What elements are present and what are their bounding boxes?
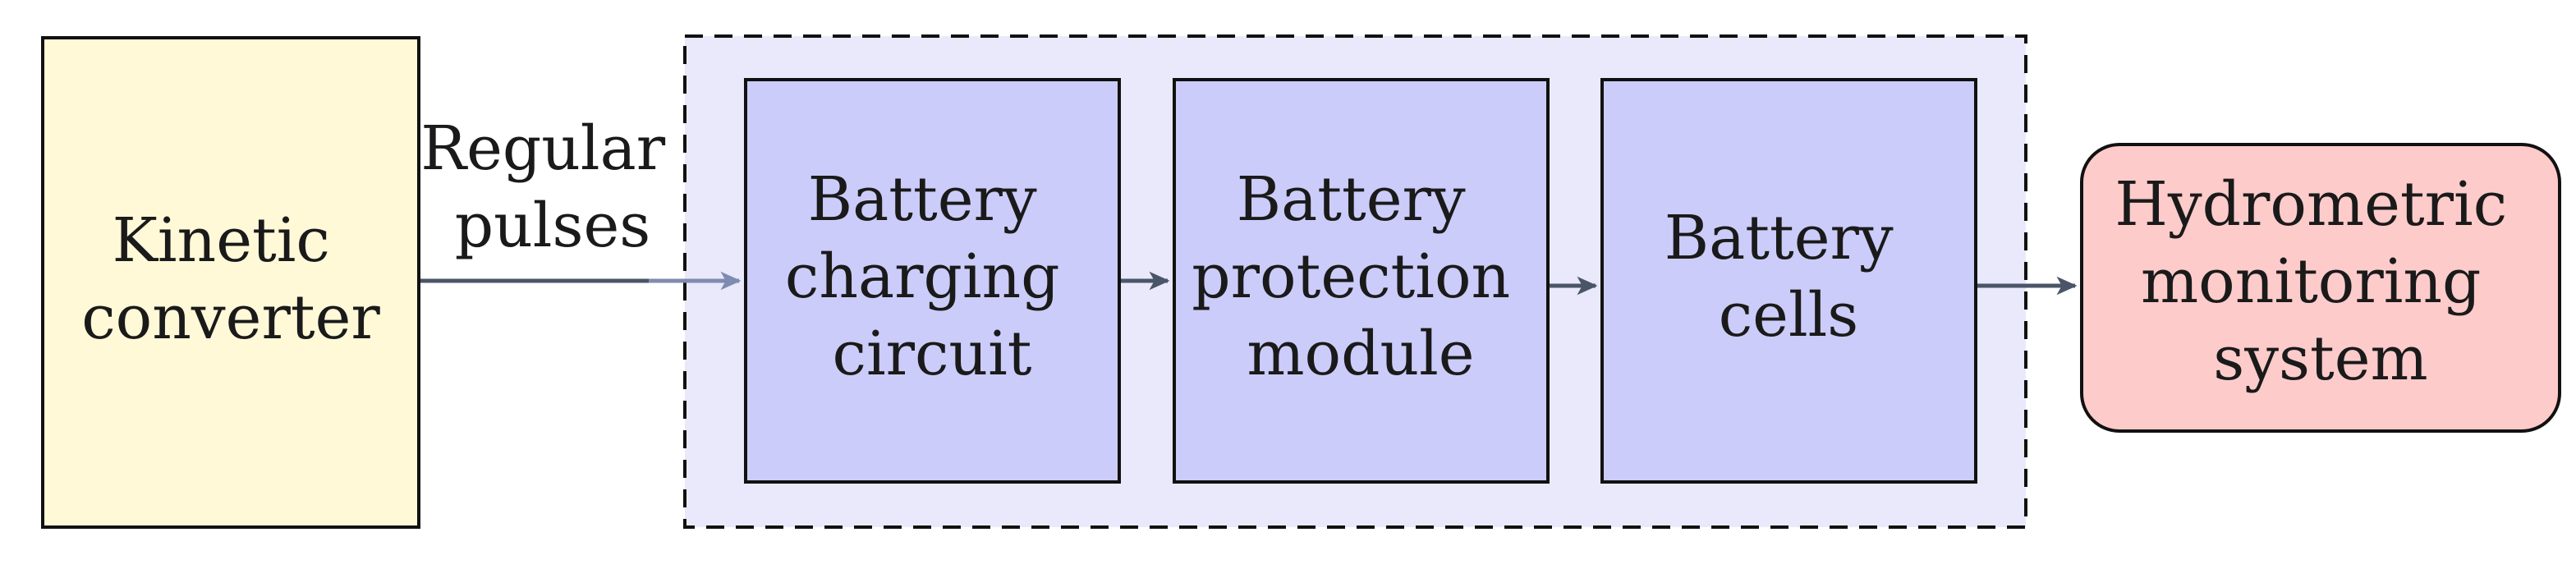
kinetic-converter-line-2: converter (81, 282, 380, 353)
svg-text:Battery protection: Battery protection module (1192, 164, 1529, 389)
regular-pulses-line-1: Regular (420, 113, 665, 184)
protection-module-line-1: Battery (1237, 164, 1466, 235)
protection-module-node: Battery protection module (1173, 78, 1550, 484)
monitoring-system-node: Hydrometric monitoring system (2080, 143, 2561, 433)
charging-circuit-line-3: circuit (833, 319, 1032, 389)
monitoring-system-line-3: system (2213, 324, 2427, 394)
charging-circuit-node: Battery charging circuit (744, 78, 1121, 484)
charging-circuit-line-1: Battery (808, 164, 1037, 235)
kinetic-converter-node: Kinetic converter (41, 36, 420, 529)
svg-text:Battery charging c: Battery charging circuit (785, 164, 1079, 389)
protection-module-line-3: module (1247, 319, 1474, 389)
svg-text:Battery cells: Battery cells (1665, 203, 1912, 351)
charging-circuit-line-2: charging (785, 241, 1060, 312)
svg-text:Hydrometric monitoring: Hydrometric monitoring system (2115, 169, 2526, 394)
protection-module-line-2: protection (1192, 241, 1510, 312)
regular-pulses-line-2: pulses (455, 190, 650, 261)
regular-pulses-label: Regular pulses (420, 113, 684, 261)
battery-cells-line-2: cells (1719, 280, 1859, 351)
monitoring-system-line-1: Hydrometric (2115, 169, 2507, 240)
svg-text:Kinetic converter: Kinetic converter (81, 205, 380, 353)
kinetic-converter-line-1: Kinetic (112, 205, 330, 276)
battery-cells-line-1: Battery (1665, 203, 1894, 273)
monitoring-system-line-2: monitoring (2141, 246, 2481, 317)
battery-cells-node: Battery cells (1600, 78, 1977, 484)
